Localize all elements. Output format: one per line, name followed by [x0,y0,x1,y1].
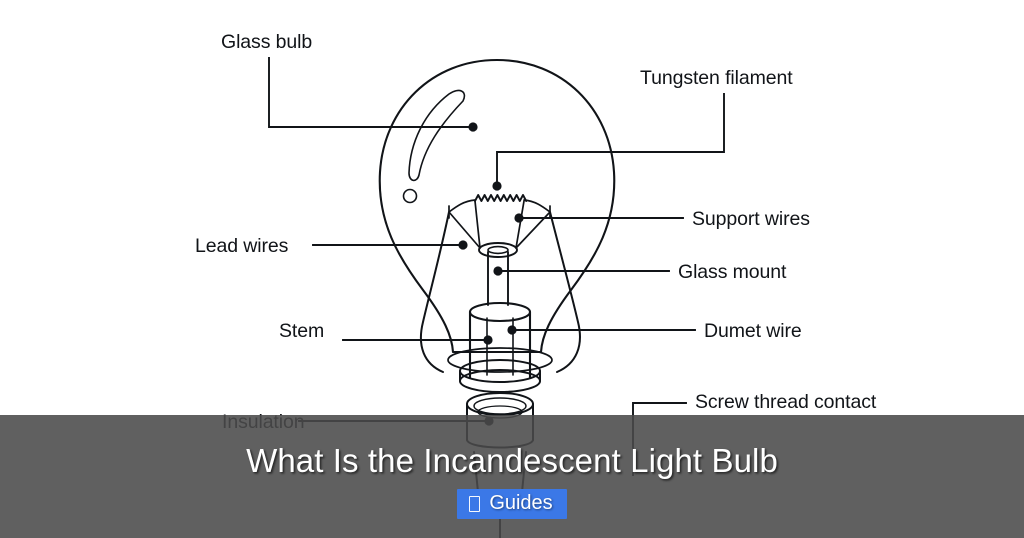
callout-label-support-wires: Support wires [692,208,810,230]
bulb-highlight-streak [408,89,466,182]
callout-label-screw-thread-contact: Screw thread contact [695,391,877,413]
stem-top-ellipse [468,301,532,323]
support-wire-right-inner [515,200,525,249]
support-wire-left-inner [474,200,481,249]
filament-coil [474,194,528,202]
support-hook-right-inner [523,199,551,213]
insulation-cup-top [466,392,534,416]
missing-glyph-box-icon [469,495,481,512]
leader-anchor-dots [458,122,524,426]
anchor-glass-mount [493,266,503,276]
base-collar-ellipse [447,347,553,373]
lead-wire-right [549,211,581,373]
callout-label-tungsten-filament: Tungsten filament [640,67,793,89]
glass-mount-ring-inner [487,245,509,255]
anchor-stem [483,335,493,345]
anchor-tungsten-filament [492,181,502,191]
leader-glass-bulb [268,57,474,128]
glass-mount-ring-outer [478,242,518,258]
callout-label-glass-bulb: Glass bulb [221,31,313,53]
callout-label-lead-wires: Lead wires [195,235,289,257]
guides-badge-label: Guides [489,492,553,514]
leader-tungsten-filament [496,93,725,187]
anchor-lead-wires [458,240,468,250]
support-wire-left [448,211,481,249]
callout-label-glass-mount: Glass mount [678,261,787,283]
insulation-cup-inner-1 [473,397,527,415]
anchor-dumet-wire [507,325,517,335]
callout-label-dumet-wire: Dumet wire [704,320,802,342]
page-title: What Is the Incandescent Light Bulb [246,442,778,479]
bulb-highlight-dot [402,188,418,204]
title-overlay-content: What Is the Incandescent Light Bulb Guid… [0,415,1024,538]
glass-envelope [378,58,616,354]
guides-badge[interactable]: Guides [457,489,567,519]
callout-label-stem: Stem [279,320,325,342]
anchor-glass-bulb [468,122,478,132]
anchor-support-wires [514,213,524,223]
support-hook-left-inner [448,199,476,213]
